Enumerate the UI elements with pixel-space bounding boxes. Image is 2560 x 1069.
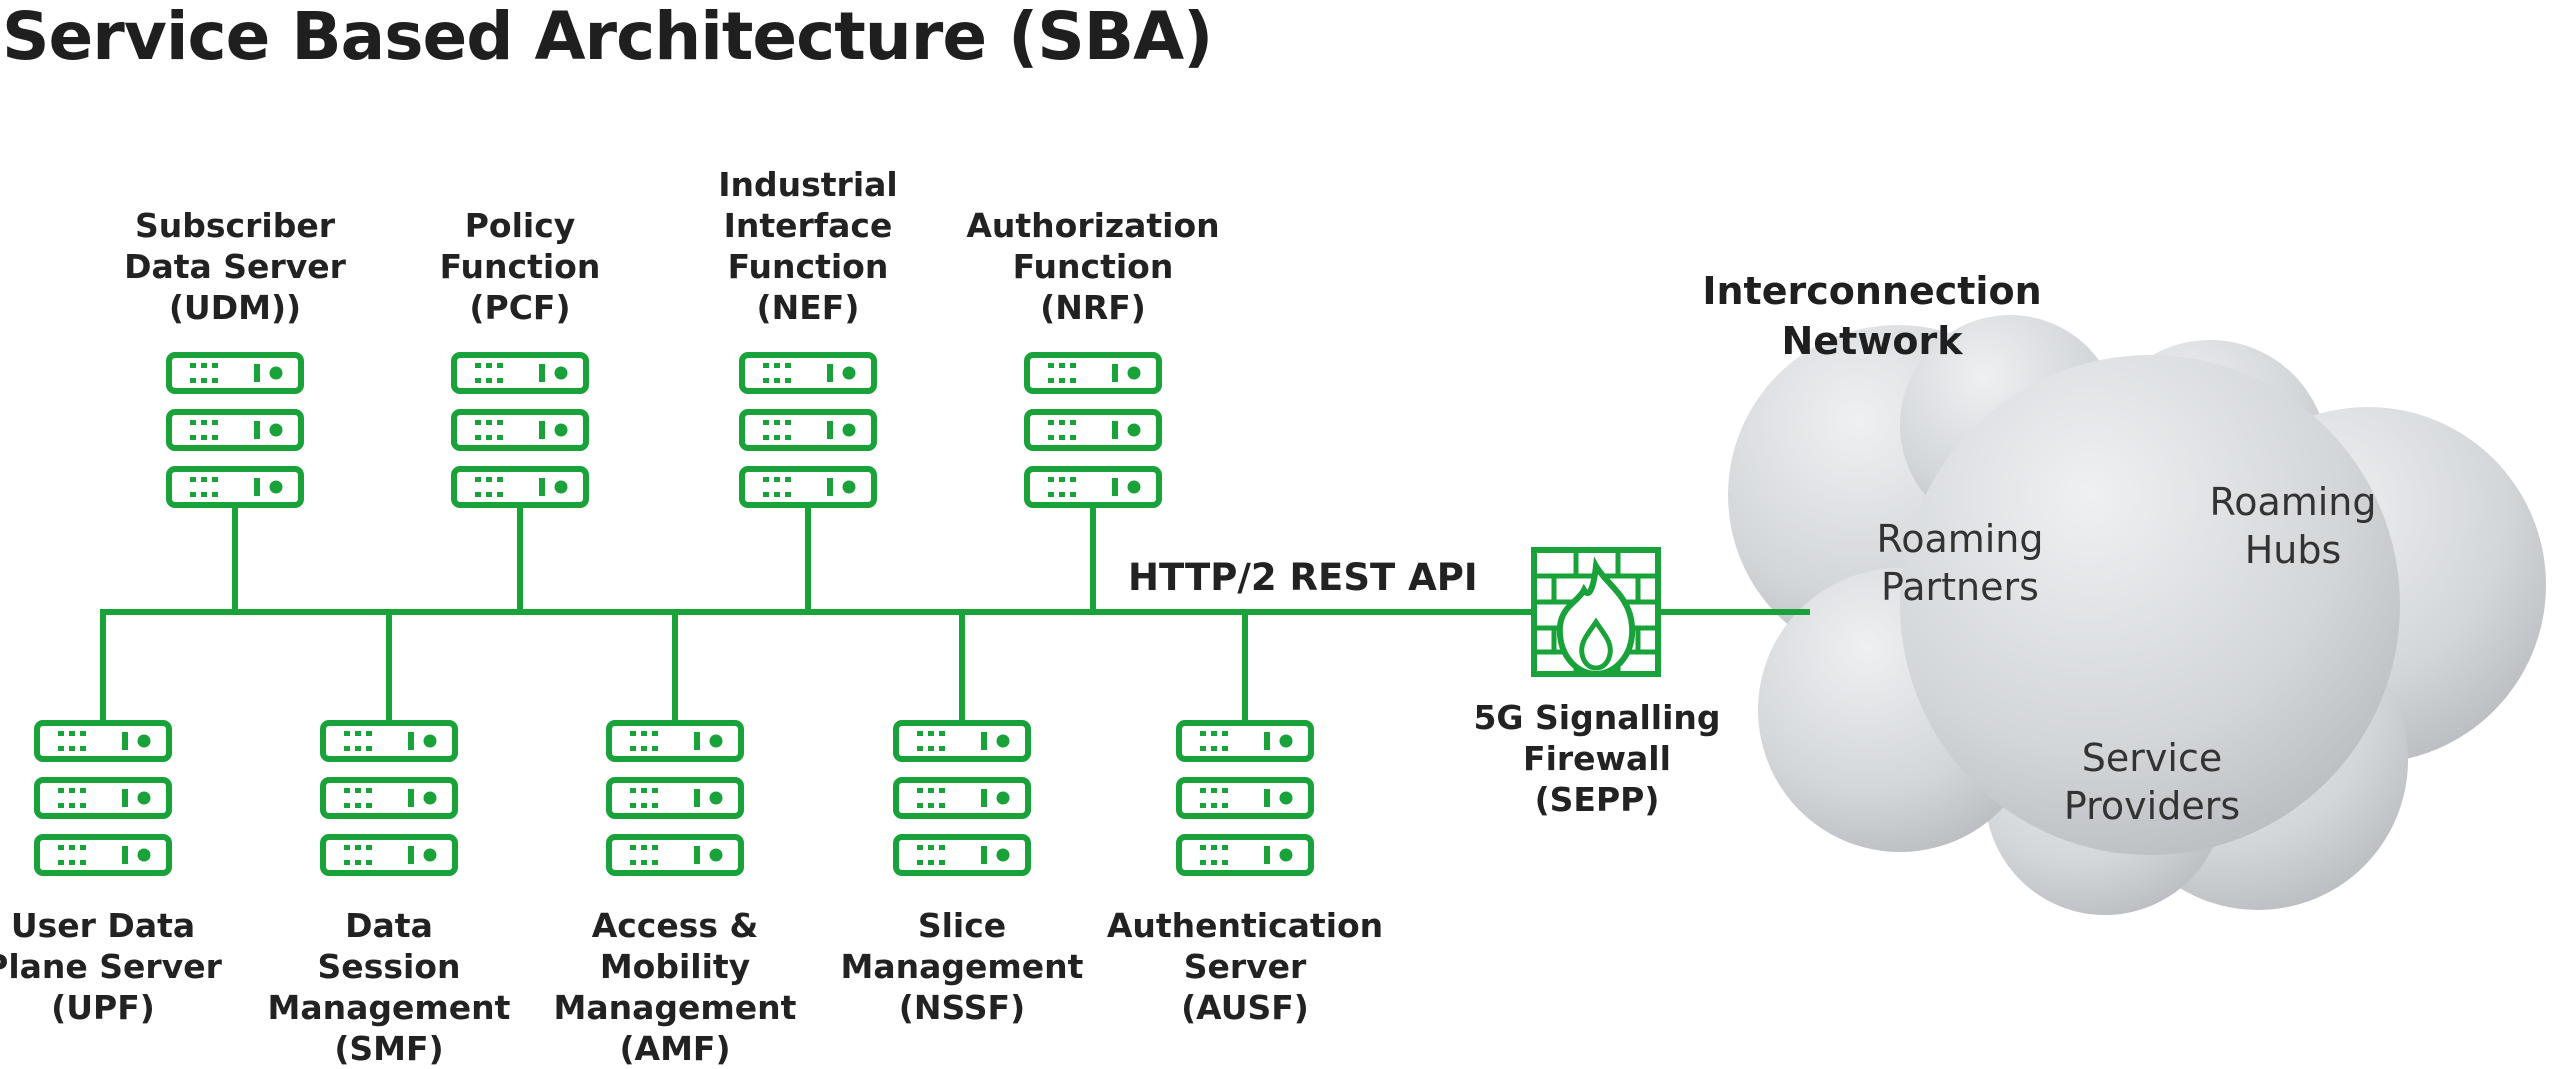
nef-server-rack-icon: [742, 355, 874, 505]
pcf-server-rack-icon: [454, 355, 586, 505]
bus-label: HTTP/2 REST API: [1128, 556, 1478, 599]
page-title: Service Based Architecture (SBA): [2, 0, 1213, 75]
firewall-flame-icon: [1531, 547, 1661, 678]
nrf-server-rack-icon: [1027, 355, 1159, 505]
ausf-server-rack-icon: [1179, 723, 1311, 873]
interconnection-network-cloud: [1728, 315, 2546, 915]
smf-server-rack-icon: [323, 723, 455, 873]
upf-server-rack-icon: [37, 723, 169, 873]
amf-server-rack-icon: [609, 723, 741, 873]
http2-rest-api-bus: [100, 502, 1810, 722]
udm-server-rack-icon: [169, 355, 301, 505]
nssf-server-rack-icon: [896, 723, 1028, 873]
